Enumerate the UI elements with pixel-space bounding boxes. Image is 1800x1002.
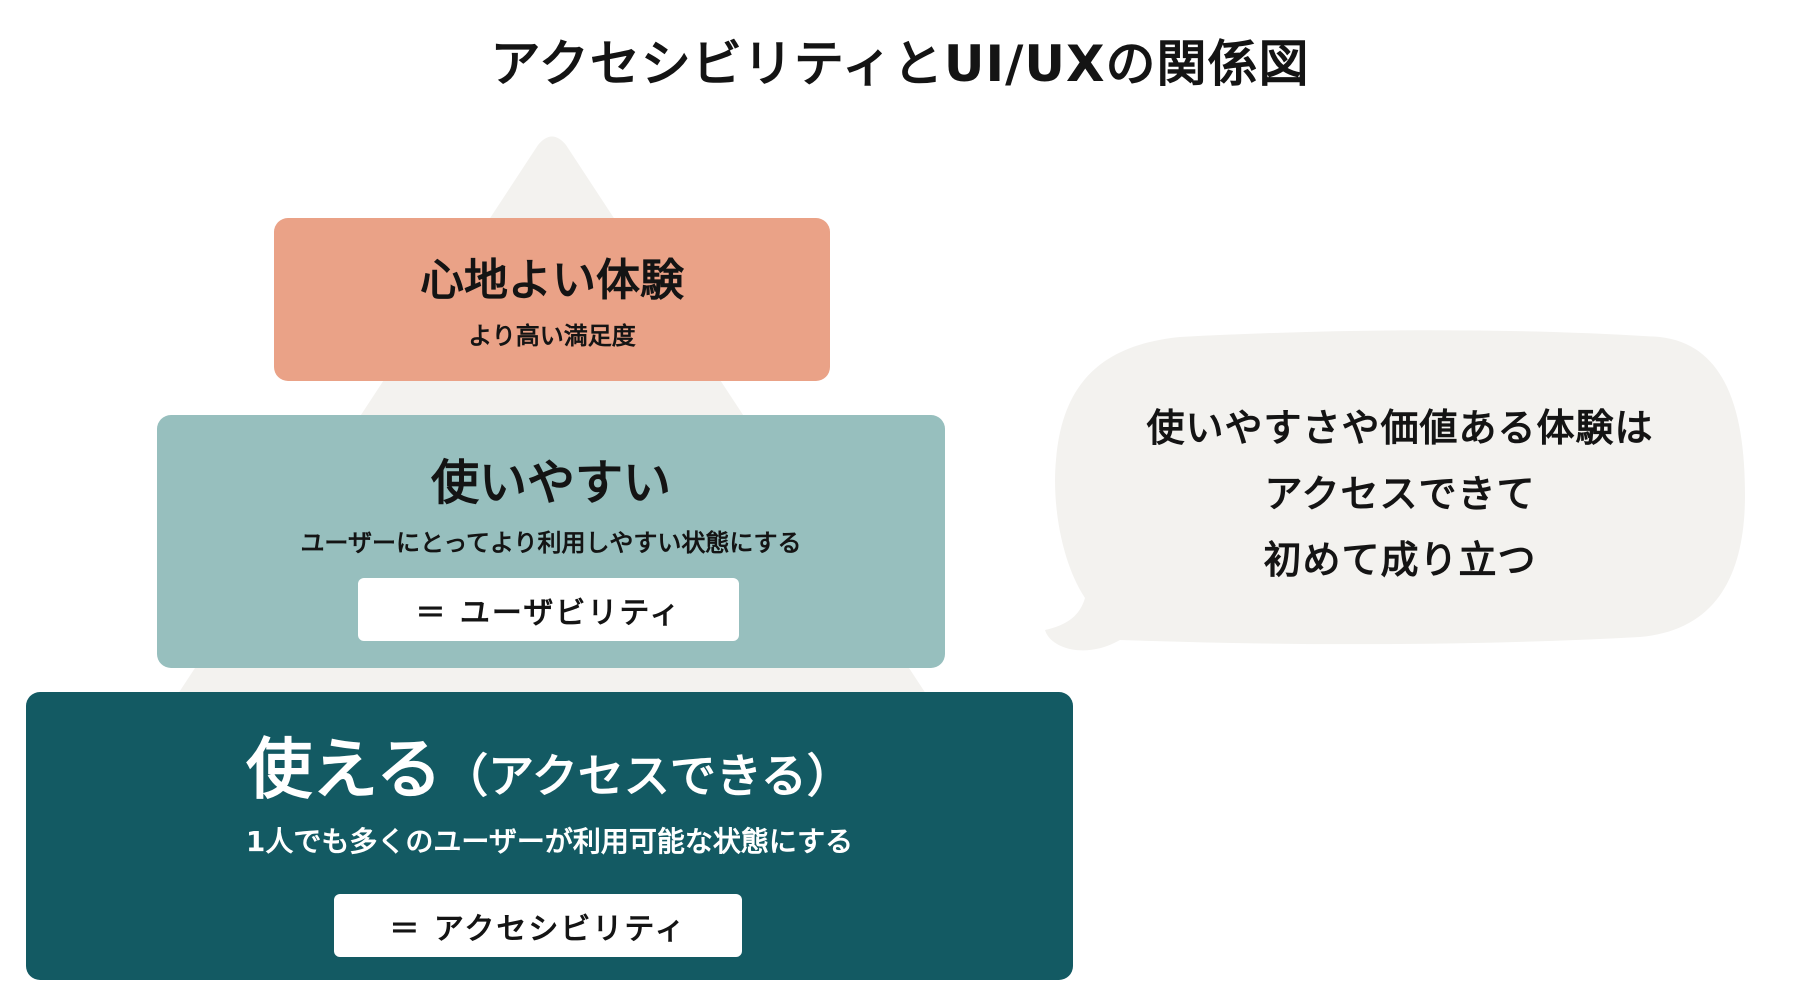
tier-bottom-heading: 使える（アクセスできる） (26, 716, 1073, 812)
tier-bottom-heading-main: 使える (246, 731, 443, 808)
usability-label: ＝ ユーザビリティ (358, 578, 739, 641)
pyramid-tier-top: 心地よい体験 より高い満足度 (274, 218, 830, 381)
speech-bubble-text: 使いやすさや価値ある体験は アクセスできて 初めて成り立つ (1100, 395, 1700, 593)
tier-top-subtext: より高い満足度 (468, 322, 636, 350)
tier-middle-subtext: ユーザーにとってより利用しやすい状態にする (300, 529, 802, 557)
speech-bubble-line: 初めて成り立つ (1263, 538, 1537, 582)
tier-bottom-subtext: 1人でも多くのユーザーが利用可能な状態にする (245, 825, 854, 858)
tier-middle-heading: 使いやすい (430, 455, 671, 511)
speech-bubble-line: アクセスできて (1264, 472, 1536, 516)
speech-bubble-line: 使いやすさや価値ある体験は (1146, 406, 1654, 450)
pyramid-tier-middle: 使いやすい ユーザーにとってより利用しやすい状態にする ＝ ユーザビリティ (157, 415, 945, 668)
tier-bottom-heading-paren: （アクセスできる） (442, 749, 853, 803)
tier-top-heading: 心地よい体験 (420, 255, 684, 306)
pyramid-tier-bottom: 使える（アクセスできる） 1人でも多くのユーザーが利用可能な状態にする ＝ アク… (26, 692, 1073, 980)
accessibility-label: ＝ アクセシビリティ (334, 894, 742, 957)
diagram-title: アクセシビリティとUI/UXの関係図 (490, 35, 1310, 93)
